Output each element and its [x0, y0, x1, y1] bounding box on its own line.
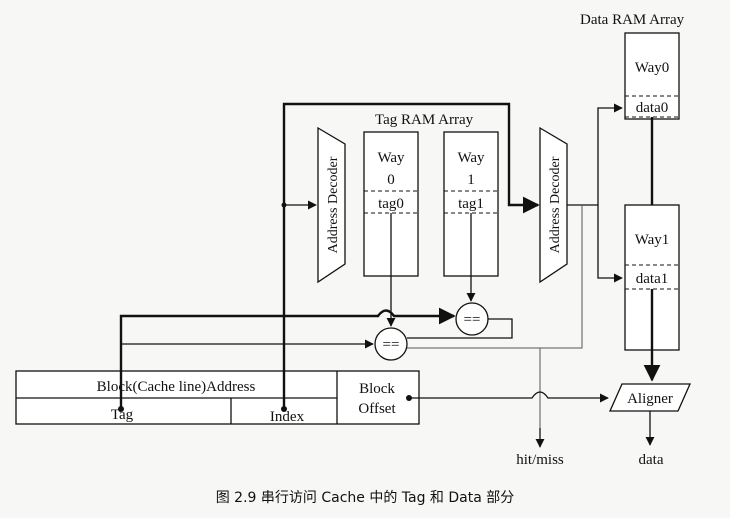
offset-junction — [406, 395, 412, 401]
data1-label: data1 — [636, 271, 668, 287]
tag-way1-line2: 1 — [467, 172, 475, 188]
address-register: Block(Cache line)Address Tag Index Block… — [15, 370, 420, 425]
tag-to-comparator-way1 — [119, 307, 456, 409]
hit-miss-path — [407, 347, 541, 428]
data-output-label: data — [639, 452, 664, 468]
hit-to-decoder — [540, 205, 583, 349]
aligner: Aligner — [608, 383, 692, 412]
comparator-way0: == — [374, 327, 408, 361]
data-ram-title: Data RAM Array — [580, 12, 685, 28]
tag-way0-line1: Way — [377, 150, 405, 166]
tag-junction — [118, 406, 124, 412]
way1-label: Way1 — [635, 232, 670, 248]
data-ram-way1: Way1 data1 — [624, 204, 680, 351]
comparator-top-label: == — [464, 312, 481, 328]
decoder-to-data0 — [567, 103, 623, 206]
decoder-to-data1 — [597, 205, 623, 283]
hit-miss-label: hit/miss — [516, 452, 564, 468]
address-decoder-right-label: Address Decoder — [548, 156, 563, 253]
way0-label: Way0 — [635, 60, 670, 76]
tag0-label: tag0 — [378, 196, 404, 212]
tag-way1-line1: Way — [457, 150, 485, 166]
comparator-bottom-label: == — [383, 337, 400, 353]
aligner-label: Aligner — [627, 391, 673, 407]
block-address-field: Block(Cache line)Address — [97, 379, 256, 395]
data-ram-way0: Way0 data0 — [624, 32, 680, 120]
figure-caption: 图 2.9 串行访问 Cache 中的 Tag 和 Data 部分 — [216, 490, 515, 506]
tag-field: Tag — [111, 407, 134, 423]
address-decoder-right: Address Decoder — [539, 126, 568, 284]
comparator-merge — [407, 318, 513, 339]
tag1-label: tag1 — [458, 196, 484, 212]
data0-label: data0 — [636, 100, 668, 116]
index-junction — [281, 406, 287, 412]
tag-ram-title: Tag RAM Array — [375, 112, 474, 128]
tag-way0-line2: 0 — [387, 172, 395, 188]
offset-to-aligner — [409, 391, 609, 403]
tag-ram-way0: Way 0 tag0 — [363, 131, 419, 277]
index-field: Index — [270, 409, 305, 425]
comparator-way1: == — [455, 302, 489, 336]
address-decoder-left-label: Address Decoder — [326, 156, 341, 253]
block-offset-line2: Offset — [358, 401, 396, 417]
block-offset-line1: Block — [359, 381, 395, 397]
address-decoder-left: Address Decoder — [317, 126, 346, 284]
